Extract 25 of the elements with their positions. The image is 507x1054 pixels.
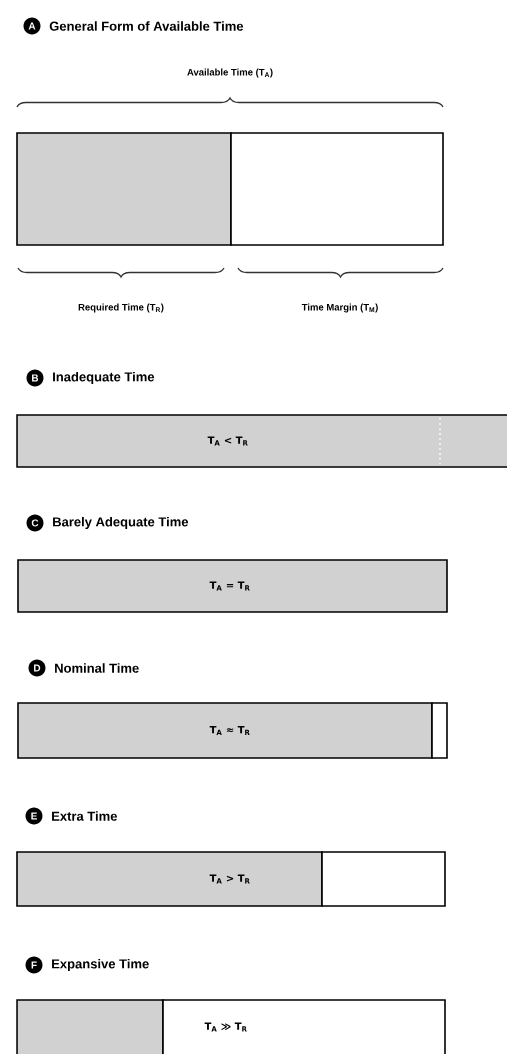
letter-badge: A: [23, 17, 41, 35]
brace-label: Available Time (T$_{A}$): [187, 68, 273, 78]
section-heading: Nominal Time: [55, 663, 139, 673]
bar-segment: T$_{A}$ < T$_{R}$: [16, 414, 507, 468]
bar-segment: [431, 702, 448, 759]
bar-segment: T$_{A}$ ≈ T$_{R}$: [17, 702, 433, 759]
bar-segment: [230, 132, 444, 246]
bar-segment: [16, 999, 164, 1054]
bar-segment: [321, 851, 446, 907]
bar-segment: T$_{A}$ > T$_{R}$: [16, 851, 323, 907]
brace-label: Required Time (T$_{R}$): [78, 303, 164, 313]
letter-badge: E: [25, 807, 43, 825]
section-heading: General Form of Available Time: [49, 21, 244, 31]
bar-segment: T$_{A}$ = T$_{R}$: [17, 559, 448, 613]
section-heading: Barely Adequate Time: [53, 516, 189, 530]
brace-label: Time Margin (T$_{M}$): [301, 303, 378, 313]
section-heading: Extra Time: [52, 811, 117, 821]
bar-segment: [16, 132, 232, 246]
letter-badge: D: [28, 659, 46, 677]
section-heading: Expansive Time: [52, 958, 149, 972]
section-heading: Inadequate Time: [53, 371, 155, 385]
bar-segment: T$_{A}$ ≫ T$_{R}$: [162, 999, 446, 1054]
letter-badge: B: [26, 369, 44, 387]
letter-badge: C: [26, 514, 44, 532]
letter-badge: F: [25, 956, 43, 974]
